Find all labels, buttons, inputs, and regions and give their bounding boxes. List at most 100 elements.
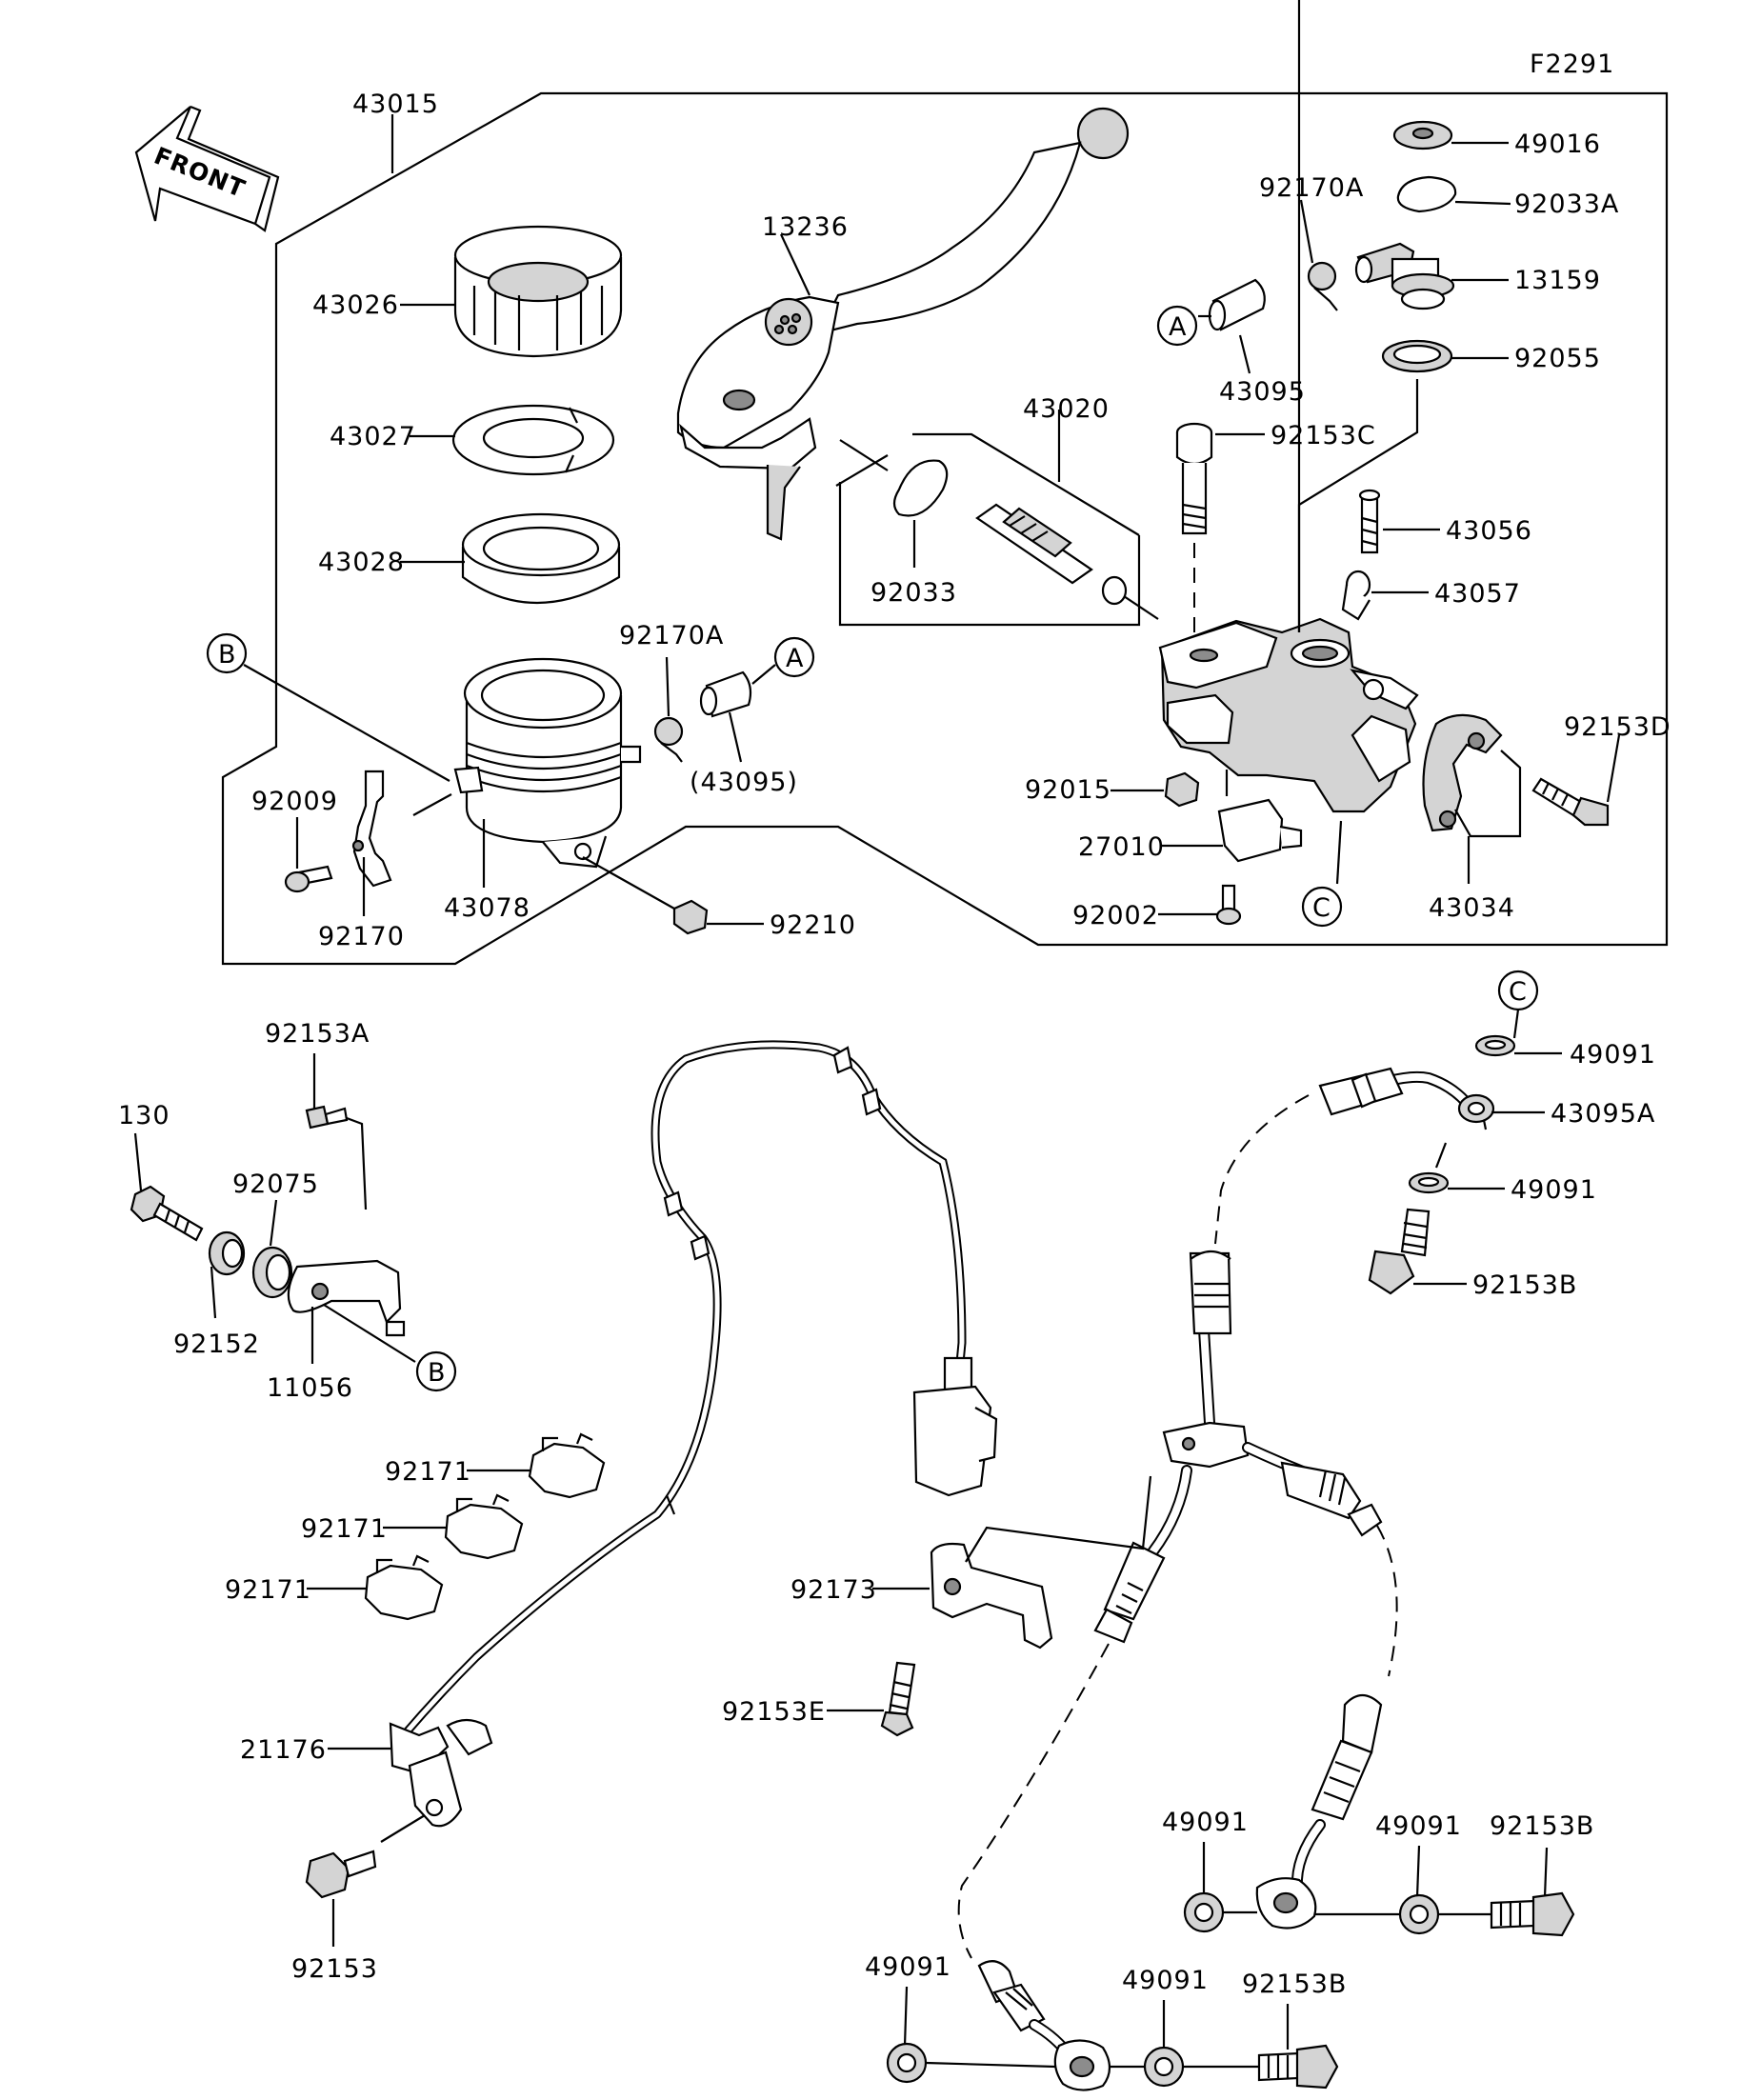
bleeder-cap [1392, 120, 1453, 150]
stay-bracket [287, 1259, 406, 1337]
ref-c-body [1301, 886, 1343, 928]
ref-c-body-letter: C [1312, 893, 1331, 923]
label-49091-e: 49091 [865, 1952, 951, 1982]
ref-a-mid [773, 636, 815, 678]
label-43015: 43015 [352, 90, 439, 119]
label-92170A-mid: 92170A [619, 621, 724, 650]
ref-b-top [206, 632, 248, 674]
label-92153B-c: 92153B [1242, 1970, 1347, 1999]
piston-kit-outline [838, 432, 1141, 627]
label-49091-f: 49091 [1122, 1966, 1209, 1995]
ref-c-hose-letter: C [1509, 977, 1528, 1007]
label-49016: 49016 [1514, 130, 1601, 159]
reservoir-hose-short-mid [699, 670, 752, 718]
brake-hose-splitter [1093, 1250, 1383, 1644]
nut-small [1164, 771, 1200, 808]
figure-code: F2291 [1530, 50, 1614, 79]
washer-92152 [208, 1230, 246, 1276]
label-21176: 21176 [240, 1735, 327, 1765]
label-13236: 13236 [762, 212, 849, 242]
hose-clamp-top [1307, 261, 1338, 311]
ref-b-bottom-letter: B [428, 1358, 447, 1388]
banjo-upper [1318, 1067, 1495, 1130]
bleeder-cap-small [1341, 570, 1371, 621]
reservoir-nut [672, 899, 709, 935]
piston-kit [892, 459, 1159, 620]
bleeder-screw [1358, 489, 1381, 554]
reservoir-tank [453, 657, 642, 869]
holder-bolt [1531, 777, 1610, 827]
label-92055: 92055 [1514, 344, 1601, 373]
label-43078: 43078 [444, 893, 530, 923]
banjo-bolt-a [1368, 1208, 1431, 1295]
brake-hose-right [1255, 1693, 1383, 1930]
label-92153: 92153 [291, 1954, 378, 1984]
label-43026: 43026 [312, 290, 399, 320]
banjo-bolt-b [1490, 1891, 1575, 1937]
label-49091-b: 49091 [1511, 1175, 1597, 1205]
diaphragm-plate [461, 512, 621, 605]
clamp-bolt [880, 1661, 916, 1737]
label-92075: 92075 [232, 1170, 319, 1199]
label-49091-a: 49091 [1570, 1040, 1656, 1070]
abs-sensor-wire [389, 1040, 998, 1828]
label-92033: 92033 [870, 578, 957, 608]
diaphragm [451, 404, 615, 476]
label-49091-d: 49091 [1375, 1811, 1462, 1841]
label-13159: 13159 [1514, 266, 1601, 295]
hose-clamp-92173 [930, 1542, 1053, 1650]
brake-hose-left [977, 1960, 1111, 2091]
label-92210: 92210 [770, 910, 856, 940]
label-92153A: 92153A [265, 1019, 370, 1049]
bracket-screw [305, 1105, 349, 1130]
label-92171-b: 92171 [301, 1514, 388, 1544]
grommet [251, 1246, 293, 1299]
label-43095-paren: (43095) [690, 768, 798, 797]
label-92153B-a: 92153B [1472, 1270, 1577, 1300]
label-92009: 92009 [251, 787, 338, 816]
label-43027: 43027 [330, 422, 416, 451]
ref-b-bottom [415, 1350, 457, 1392]
label-130: 130 [118, 1101, 170, 1130]
label-43095: 43095 [1219, 377, 1306, 407]
clip-3 [364, 1554, 444, 1621]
label-92033A: 92033A [1514, 190, 1619, 219]
label-92152: 92152 [173, 1330, 260, 1359]
label-49091-c: 49091 [1162, 1808, 1249, 1837]
front-arrow-icon: FRONT [134, 105, 280, 232]
ref-a-top-letter: A [1169, 312, 1187, 342]
label-43056: 43056 [1446, 516, 1532, 546]
label-92170: 92170 [318, 922, 405, 951]
brake-switch [1217, 770, 1303, 863]
label-92171-c: 92171 [225, 1575, 311, 1605]
assembly-outline [221, 91, 1669, 966]
label-43028: 43028 [318, 548, 405, 577]
hose-clamp-mid [653, 716, 684, 763]
pivot-bolt [1175, 422, 1213, 535]
label-92153C: 92153C [1271, 421, 1376, 450]
label-43095A: 43095A [1551, 1099, 1655, 1129]
label-92171-a: 92171 [385, 1457, 471, 1487]
label-43057: 43057 [1434, 579, 1521, 609]
bolt-130 [130, 1185, 204, 1242]
label-92173: 92173 [790, 1575, 877, 1605]
label-92002: 92002 [1072, 901, 1159, 930]
clip-2 [444, 1493, 524, 1560]
label-92153B-b: 92153B [1490, 1811, 1594, 1841]
label-27010: 27010 [1078, 832, 1165, 862]
sensor-bolt [305, 1850, 377, 1899]
label-92153E: 92153E [722, 1697, 826, 1727]
ref-b-top-letter: B [218, 640, 237, 670]
label-92015: 92015 [1025, 775, 1111, 805]
lever-holder [1422, 713, 1503, 832]
label-11056: 11056 [267, 1373, 353, 1403]
reservoir-bracket [351, 770, 392, 888]
reservoir-fitting [1354, 242, 1455, 310]
label-92170A-top: 92170A [1259, 173, 1364, 203]
reservoir-cap [453, 225, 623, 358]
reservoir-screw [284, 865, 333, 893]
clip-1 [528, 1432, 606, 1499]
master-cylinder-body [1158, 617, 1419, 813]
ref-a-mid-letter: A [786, 644, 804, 673]
